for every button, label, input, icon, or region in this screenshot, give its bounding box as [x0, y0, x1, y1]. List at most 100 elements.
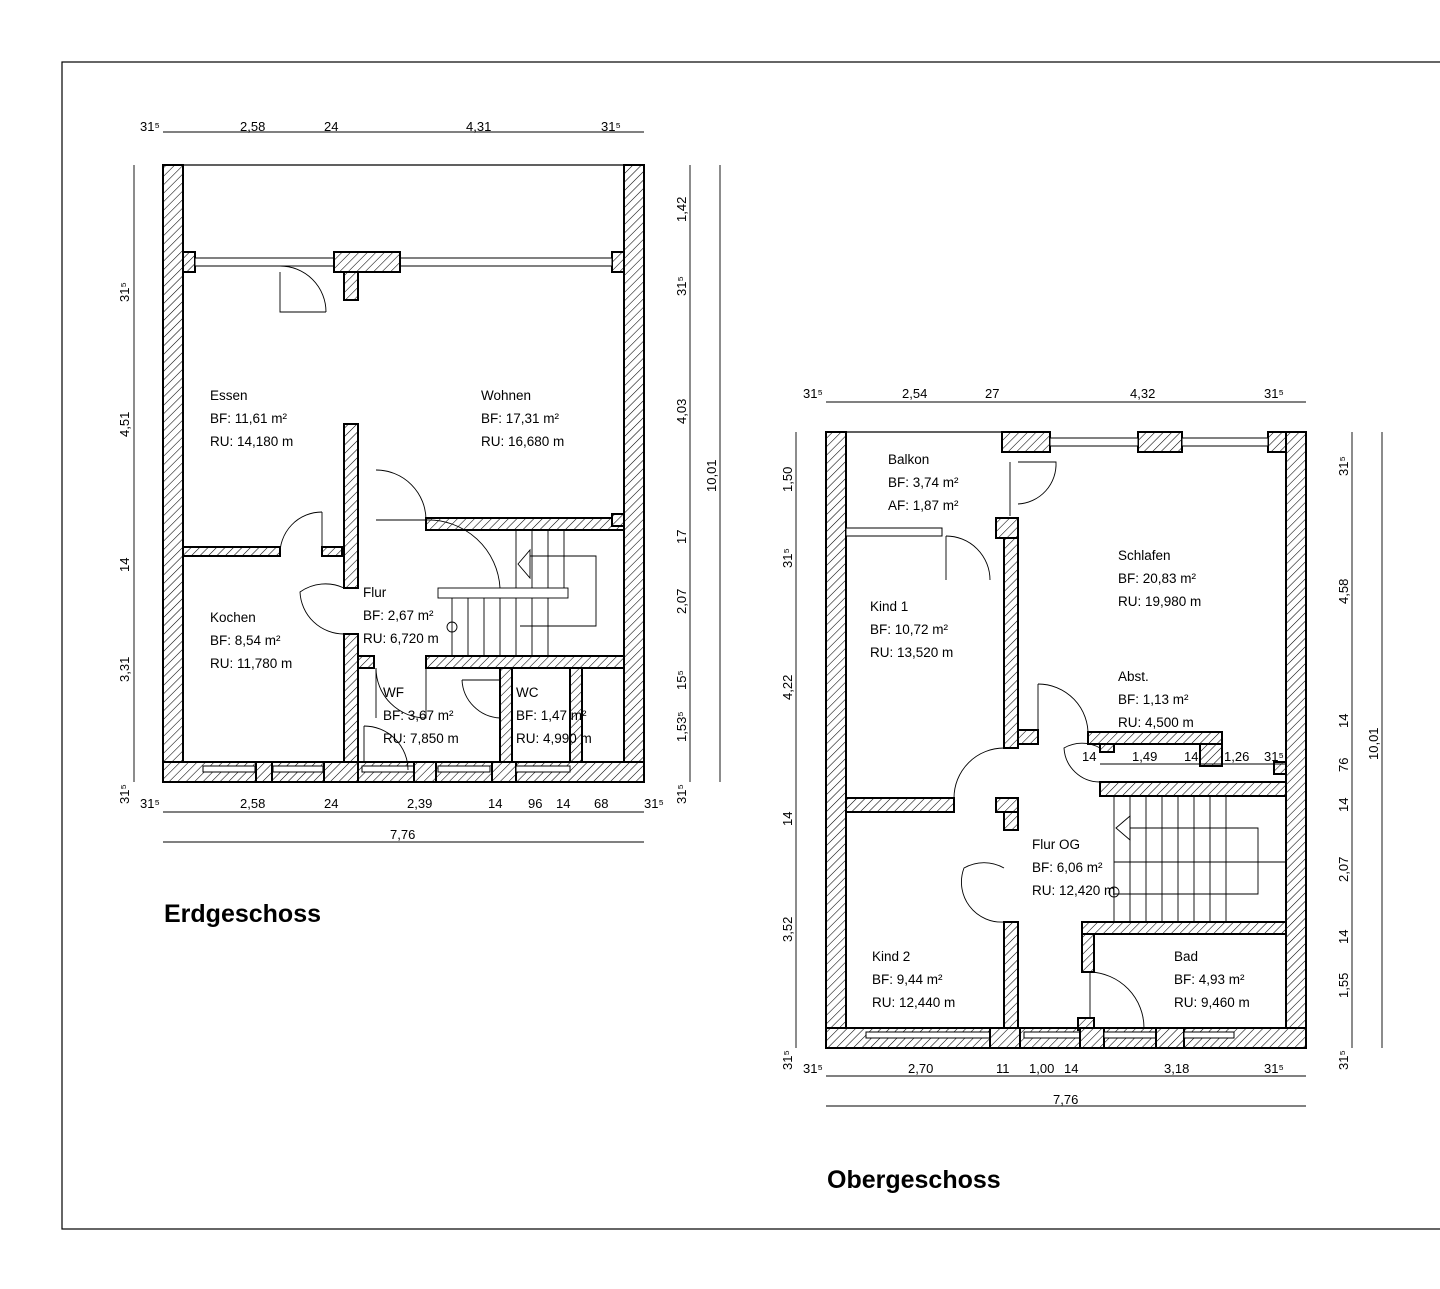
- og-wall-kind1-right: [1003, 537, 1019, 749]
- og-room-kind1-name: Kind 1: [870, 599, 908, 614]
- eg-room-wf-bf: BF: 3,67 m²: [383, 708, 454, 723]
- og-dim-bottom-3: 1,00: [1029, 1061, 1054, 1076]
- og-dim-bottom-0: 31⁵: [803, 1061, 823, 1076]
- og-dim-bottom-1: 2,70: [908, 1061, 933, 1076]
- og-dim-bottom-6: 31⁵: [1264, 1061, 1284, 1076]
- og-room-kind1-ru: RU: 13,520 m: [870, 645, 953, 660]
- eg-dim-top-3: 4,31: [466, 119, 491, 134]
- eg-dim-top-4: 31⁵: [601, 119, 621, 134]
- og-title: Obergeschoss: [827, 1166, 1001, 1194]
- eg-dim-right-6: 1,53⁵: [674, 711, 689, 742]
- eg-room-kochen-bf: BF: 8,54 m²: [210, 633, 281, 648]
- eg-dim-bottom-8: 31⁵: [644, 796, 664, 811]
- eg-wall-terrace-right: [611, 251, 625, 273]
- eg-room-wohnen-name: Wohnen: [481, 388, 531, 403]
- eg-dim-right-3: 17: [674, 530, 689, 544]
- eg-dim-bottom-4: 14: [488, 796, 502, 811]
- og-room-schlafen-bf: BF: 20,83 m²: [1118, 571, 1197, 586]
- og-dim-right-1: 4,58: [1336, 579, 1351, 604]
- eg-dim-left-0: 31⁵: [117, 282, 132, 302]
- og-dim-right-4: 14: [1336, 798, 1351, 812]
- eg-dim-left-4: 31⁵: [117, 784, 132, 804]
- og-dim-inner-4: 31⁵: [1264, 749, 1284, 764]
- eg-room-wohnen-ru: RU: 16,680 m: [481, 434, 564, 449]
- eg-dim-left-1: 4,51: [117, 412, 132, 437]
- og-wall-left: [825, 431, 847, 1049]
- eg-wall-right: [623, 164, 645, 783]
- og-room-flur-ru: RU: 12,420 m: [1032, 883, 1115, 898]
- og-room-bad-ru: RU: 9,460 m: [1174, 995, 1250, 1010]
- eg-wall-terrace-left: [182, 251, 196, 273]
- eg-dim-left-3: 3,31: [117, 657, 132, 682]
- og-dim-left-4: 3,52: [780, 917, 795, 942]
- eg-room-flur-bf: BF: 2,67 m²: [363, 608, 434, 623]
- eg-room-flur-name: Flur: [363, 585, 387, 600]
- og-dim-right-3: 76: [1336, 758, 1351, 772]
- og-room-balkon-name: Balkon: [888, 452, 929, 467]
- eg-dim-top-1: 2,58: [240, 119, 265, 134]
- eg-dim-bottom-3: 2,39: [407, 796, 432, 811]
- eg-total-width: 7,76: [390, 827, 415, 842]
- og-room-kind2-bf: BF: 9,44 m²: [872, 972, 943, 987]
- og-dim-right-5: 2,07: [1336, 857, 1351, 882]
- og-room-flur-bf: BF: 6,06 m²: [1032, 860, 1103, 875]
- eg-dim-bottom-1: 2,58: [240, 796, 265, 811]
- og-room-bad-bf: BF: 4,93 m²: [1174, 972, 1245, 987]
- eg-wall-left: [162, 164, 184, 783]
- eg-room-essen-ru: RU: 14,180 m: [210, 434, 293, 449]
- og-dim-inner-2: 14: [1184, 749, 1198, 764]
- og-total-width: 7,76: [1053, 1092, 1078, 1107]
- eg-dim-bottom-0: 31⁵: [140, 796, 160, 811]
- og-dim-inner-0: 14: [1082, 749, 1096, 764]
- eg-pillar: [333, 251, 401, 273]
- og-room-abst-bf: BF: 1,13 m²: [1118, 692, 1189, 707]
- eg-total-depth: 10,01: [704, 459, 719, 492]
- eg-dim-left-2: 14: [117, 558, 132, 572]
- og-dim-bottom-5: 3,18: [1164, 1061, 1189, 1076]
- eg-dim-bottom-5: 96: [528, 796, 542, 811]
- eg-room-wc-bf: BF: 1,47 m²: [516, 708, 587, 723]
- og-dim-left-5: 31⁵: [780, 1050, 795, 1070]
- eg-dim-top-0: 31⁵: [140, 119, 160, 134]
- og-room-flur-name: Flur OG: [1032, 837, 1080, 852]
- og-dim-left-0: 1,50: [780, 467, 795, 492]
- eg-room-essen-bf: BF: 11,61 m²: [210, 411, 288, 426]
- og-dim-left-3: 14: [780, 812, 795, 826]
- og-dim-top-4: 31⁵: [1264, 386, 1284, 401]
- eg-room-wf-ru: RU: 7,850 m: [383, 731, 459, 746]
- eg-staircase: [437, 530, 597, 656]
- eg-dim-right-0: 1,42: [674, 197, 689, 222]
- eg-room-flur-ru: RU: 6,720 m: [363, 631, 439, 646]
- eg-room-essen-name: Essen: [210, 388, 248, 403]
- og-dim-right-8: 31⁵: [1336, 1050, 1351, 1070]
- og-total-depth: 10,01: [1366, 727, 1381, 760]
- eg-room-kochen-ru: RU: 11,780 m: [210, 656, 292, 671]
- og-dim-inner-1: 1,49: [1132, 749, 1157, 764]
- og-dim-right-7: 1,55: [1336, 973, 1351, 998]
- eg-room-wf-name: WF: [383, 685, 404, 700]
- og-room-abst-name: Abst.: [1118, 669, 1149, 684]
- og-room-kind2-ru: RU: 12,440 m: [872, 995, 955, 1010]
- og-dim-right-6: 14: [1336, 930, 1351, 944]
- og-dim-left-1: 31⁵: [780, 548, 795, 568]
- og-dim-top-2: 27: [985, 386, 999, 401]
- og-wall-bad: [1081, 921, 1287, 935]
- og-room-balkon-af: AF: 1,87 m²: [888, 498, 959, 513]
- og-dim-top-0: 31⁵: [803, 386, 823, 401]
- og-room-schlafen-ru: RU: 19,980 m: [1118, 594, 1201, 609]
- og-wall-right: [1285, 431, 1307, 1049]
- eg-dim-right-4: 2,07: [674, 589, 689, 614]
- og-staircase: [1108, 795, 1287, 923]
- eg-title: Erdgeschoss: [164, 900, 321, 928]
- og-room-balkon-bf: BF: 3,74 m²: [888, 475, 959, 490]
- og-dim-right-0: 31⁵: [1336, 456, 1351, 476]
- eg-wall-flur-left: [343, 423, 359, 589]
- eg-room-wohnen-bf: BF: 17,31 m²: [481, 411, 560, 426]
- og-dim-right-2: 14: [1336, 714, 1351, 728]
- erdgeschoss-plan: Essen BF: 11,61 m² RU: 14,180 m Wohnen B…: [117, 119, 721, 928]
- eg-wall-essen-kochen: [182, 546, 281, 557]
- og-room-schlafen-name: Schlafen: [1118, 548, 1171, 563]
- og-dim-top-3: 4,32: [1130, 386, 1155, 401]
- eg-dim-bottom-6: 14: [556, 796, 570, 811]
